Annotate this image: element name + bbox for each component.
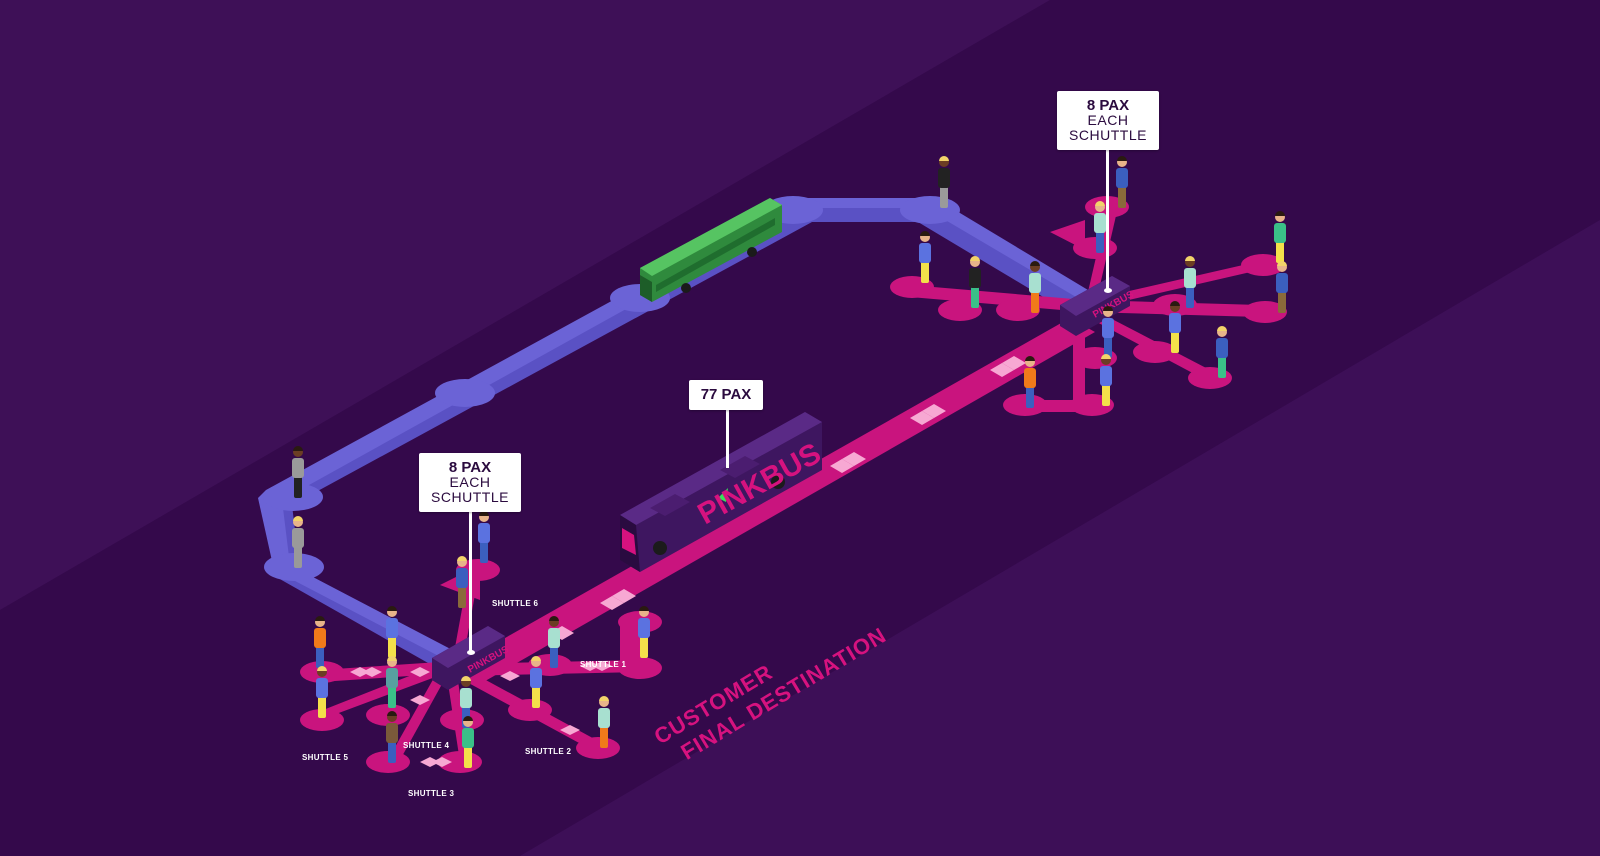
right-shuttle-icon: PINKBUS	[1060, 276, 1136, 336]
person-figure	[292, 446, 304, 498]
person-figure	[919, 231, 931, 283]
person-figure	[548, 616, 560, 668]
person-figure	[1094, 201, 1106, 253]
person-figure	[386, 656, 398, 708]
person-figure	[462, 716, 474, 768]
right-hub-schuttle: SCHUTTLE	[1069, 127, 1147, 143]
person-figure	[478, 511, 490, 563]
person-figure	[638, 606, 650, 658]
person-figure	[938, 156, 950, 208]
shuttle-4-label: SHUTTLE 4	[403, 741, 450, 750]
left-hub-each: EACH	[449, 474, 491, 490]
left-hub-pin-dot	[467, 650, 475, 655]
person-figure	[969, 256, 981, 308]
person-figure	[598, 696, 610, 748]
person-figure	[1024, 356, 1036, 408]
person-figure	[1100, 354, 1112, 406]
person-figure	[1169, 301, 1181, 353]
person-figure	[314, 616, 326, 668]
person-figure	[386, 606, 398, 658]
shuttle-1-label: SHUTTLE 1	[580, 660, 627, 669]
person-figure	[292, 516, 304, 568]
main-bus-callout: 77 PAX	[689, 380, 763, 410]
person-figure	[386, 711, 398, 763]
person-figure	[1029, 261, 1041, 313]
left-hub-callout-pin	[469, 512, 472, 652]
main-bus-callout-pin	[726, 410, 729, 468]
person-figure	[530, 656, 542, 708]
shuttle-labels: SHUTTLE 1 SHUTTLE 2 SHUTTLE 3 SHUTTLE 4 …	[302, 599, 627, 798]
shuttle-3-label: SHUTTLE 3	[408, 789, 455, 798]
person-figure	[1116, 156, 1128, 208]
passenger-figures	[292, 156, 1288, 768]
main-bus-pax: 77 PAX	[700, 386, 752, 403]
person-figure	[1216, 326, 1228, 378]
right-hub-callout: 8 PAX EACH SCHUTTLE	[1057, 91, 1159, 150]
shuttle-6-label: SHUTTLE 6	[492, 599, 539, 608]
right-hub-each: EACH	[1087, 112, 1129, 128]
shuttle-5-label: SHUTTLE 5	[302, 753, 349, 762]
right-hub-callout-pin	[1106, 150, 1109, 290]
shuttle-2-label: SHUTTLE 2	[525, 747, 572, 756]
right-hub-pax: 8 PAX	[1086, 97, 1130, 114]
person-figure	[1102, 306, 1114, 358]
person-figure	[1184, 256, 1196, 308]
person-figure	[1274, 211, 1286, 263]
left-hub-pax: 8 PAX	[448, 459, 492, 476]
green-bus-icon	[640, 198, 782, 302]
left-shuttle-icon: PINKBUS	[432, 626, 511, 690]
person-figure	[1276, 261, 1288, 313]
left-hub-callout: 8 PAX EACH SCHUTTLE	[419, 453, 521, 512]
person-figure	[316, 666, 328, 718]
left-hub-schuttle: SCHUTTLE	[431, 489, 509, 505]
right-hub-pin-dot	[1104, 288, 1112, 293]
pink-main-road	[452, 318, 1095, 684]
person-figure	[456, 556, 468, 608]
